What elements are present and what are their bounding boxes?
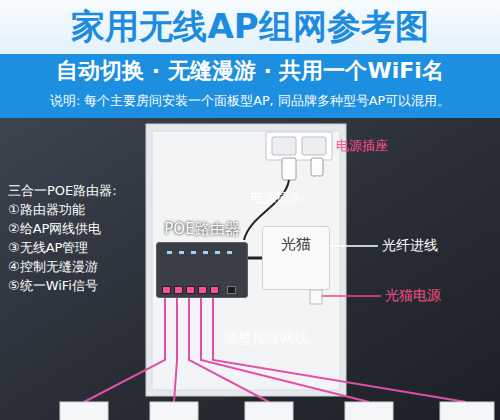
leader-line — [330, 245, 378, 247]
part-label: 光纤进线 — [382, 237, 438, 254]
ap-panels — [60, 402, 494, 420]
node-text: 光猫 — [263, 227, 329, 254]
banner-slogan: 自动切换 · 无缝漫游 · 共用一个WiFi名 — [0, 58, 500, 84]
poe-router: POE路由器 — [156, 220, 248, 298]
router-led — [167, 251, 172, 254]
router-port — [210, 286, 219, 294]
banner-band — [0, 54, 500, 118]
node-text: POE路由器 — [156, 220, 248, 239]
router-port — [174, 286, 183, 294]
list-item: ③无线AP管理 — [8, 240, 88, 256]
leader-line — [322, 295, 381, 297]
list-item: ⑤统一WiFi信号 — [8, 278, 98, 294]
router-port — [162, 286, 171, 294]
list-item: ①路由器功能 — [8, 202, 85, 218]
router-body — [156, 242, 248, 298]
power-socket — [266, 132, 332, 180]
optical-modem: 光猫 — [262, 226, 330, 290]
photo-ground — [0, 118, 500, 420]
router-port — [186, 286, 195, 294]
header-ground — [0, 0, 500, 54]
diagram-title: 家用无线AP组网参考图 — [0, 6, 500, 47]
router-port — [198, 286, 207, 294]
part-label: 电源插座 — [336, 138, 388, 154]
router-led — [227, 251, 232, 254]
modem-adapter — [310, 290, 322, 304]
list-heading: 三合一POE路由器: — [8, 183, 117, 199]
note-text: 说明: 每个主要房间安装一个面板型AP, 同品牌多种型号AP可以混用。 — [0, 93, 500, 108]
network-cable — [248, 257, 262, 260]
power-cord — [317, 176, 327, 226]
part-label: 光猫电源 — [385, 287, 441, 304]
router-led — [191, 251, 196, 254]
part-label: 电源插头 — [250, 190, 302, 206]
router-led — [179, 251, 184, 254]
router-port — [227, 286, 236, 294]
list-item: ④控制无缝漫游 — [8, 259, 98, 275]
router-led — [203, 251, 208, 254]
part-label: 墙壁预埋网线 — [224, 330, 308, 347]
network-cables — [84, 298, 466, 402]
router-led — [215, 251, 220, 254]
list-item: ②给AP网线供电 — [8, 221, 101, 237]
